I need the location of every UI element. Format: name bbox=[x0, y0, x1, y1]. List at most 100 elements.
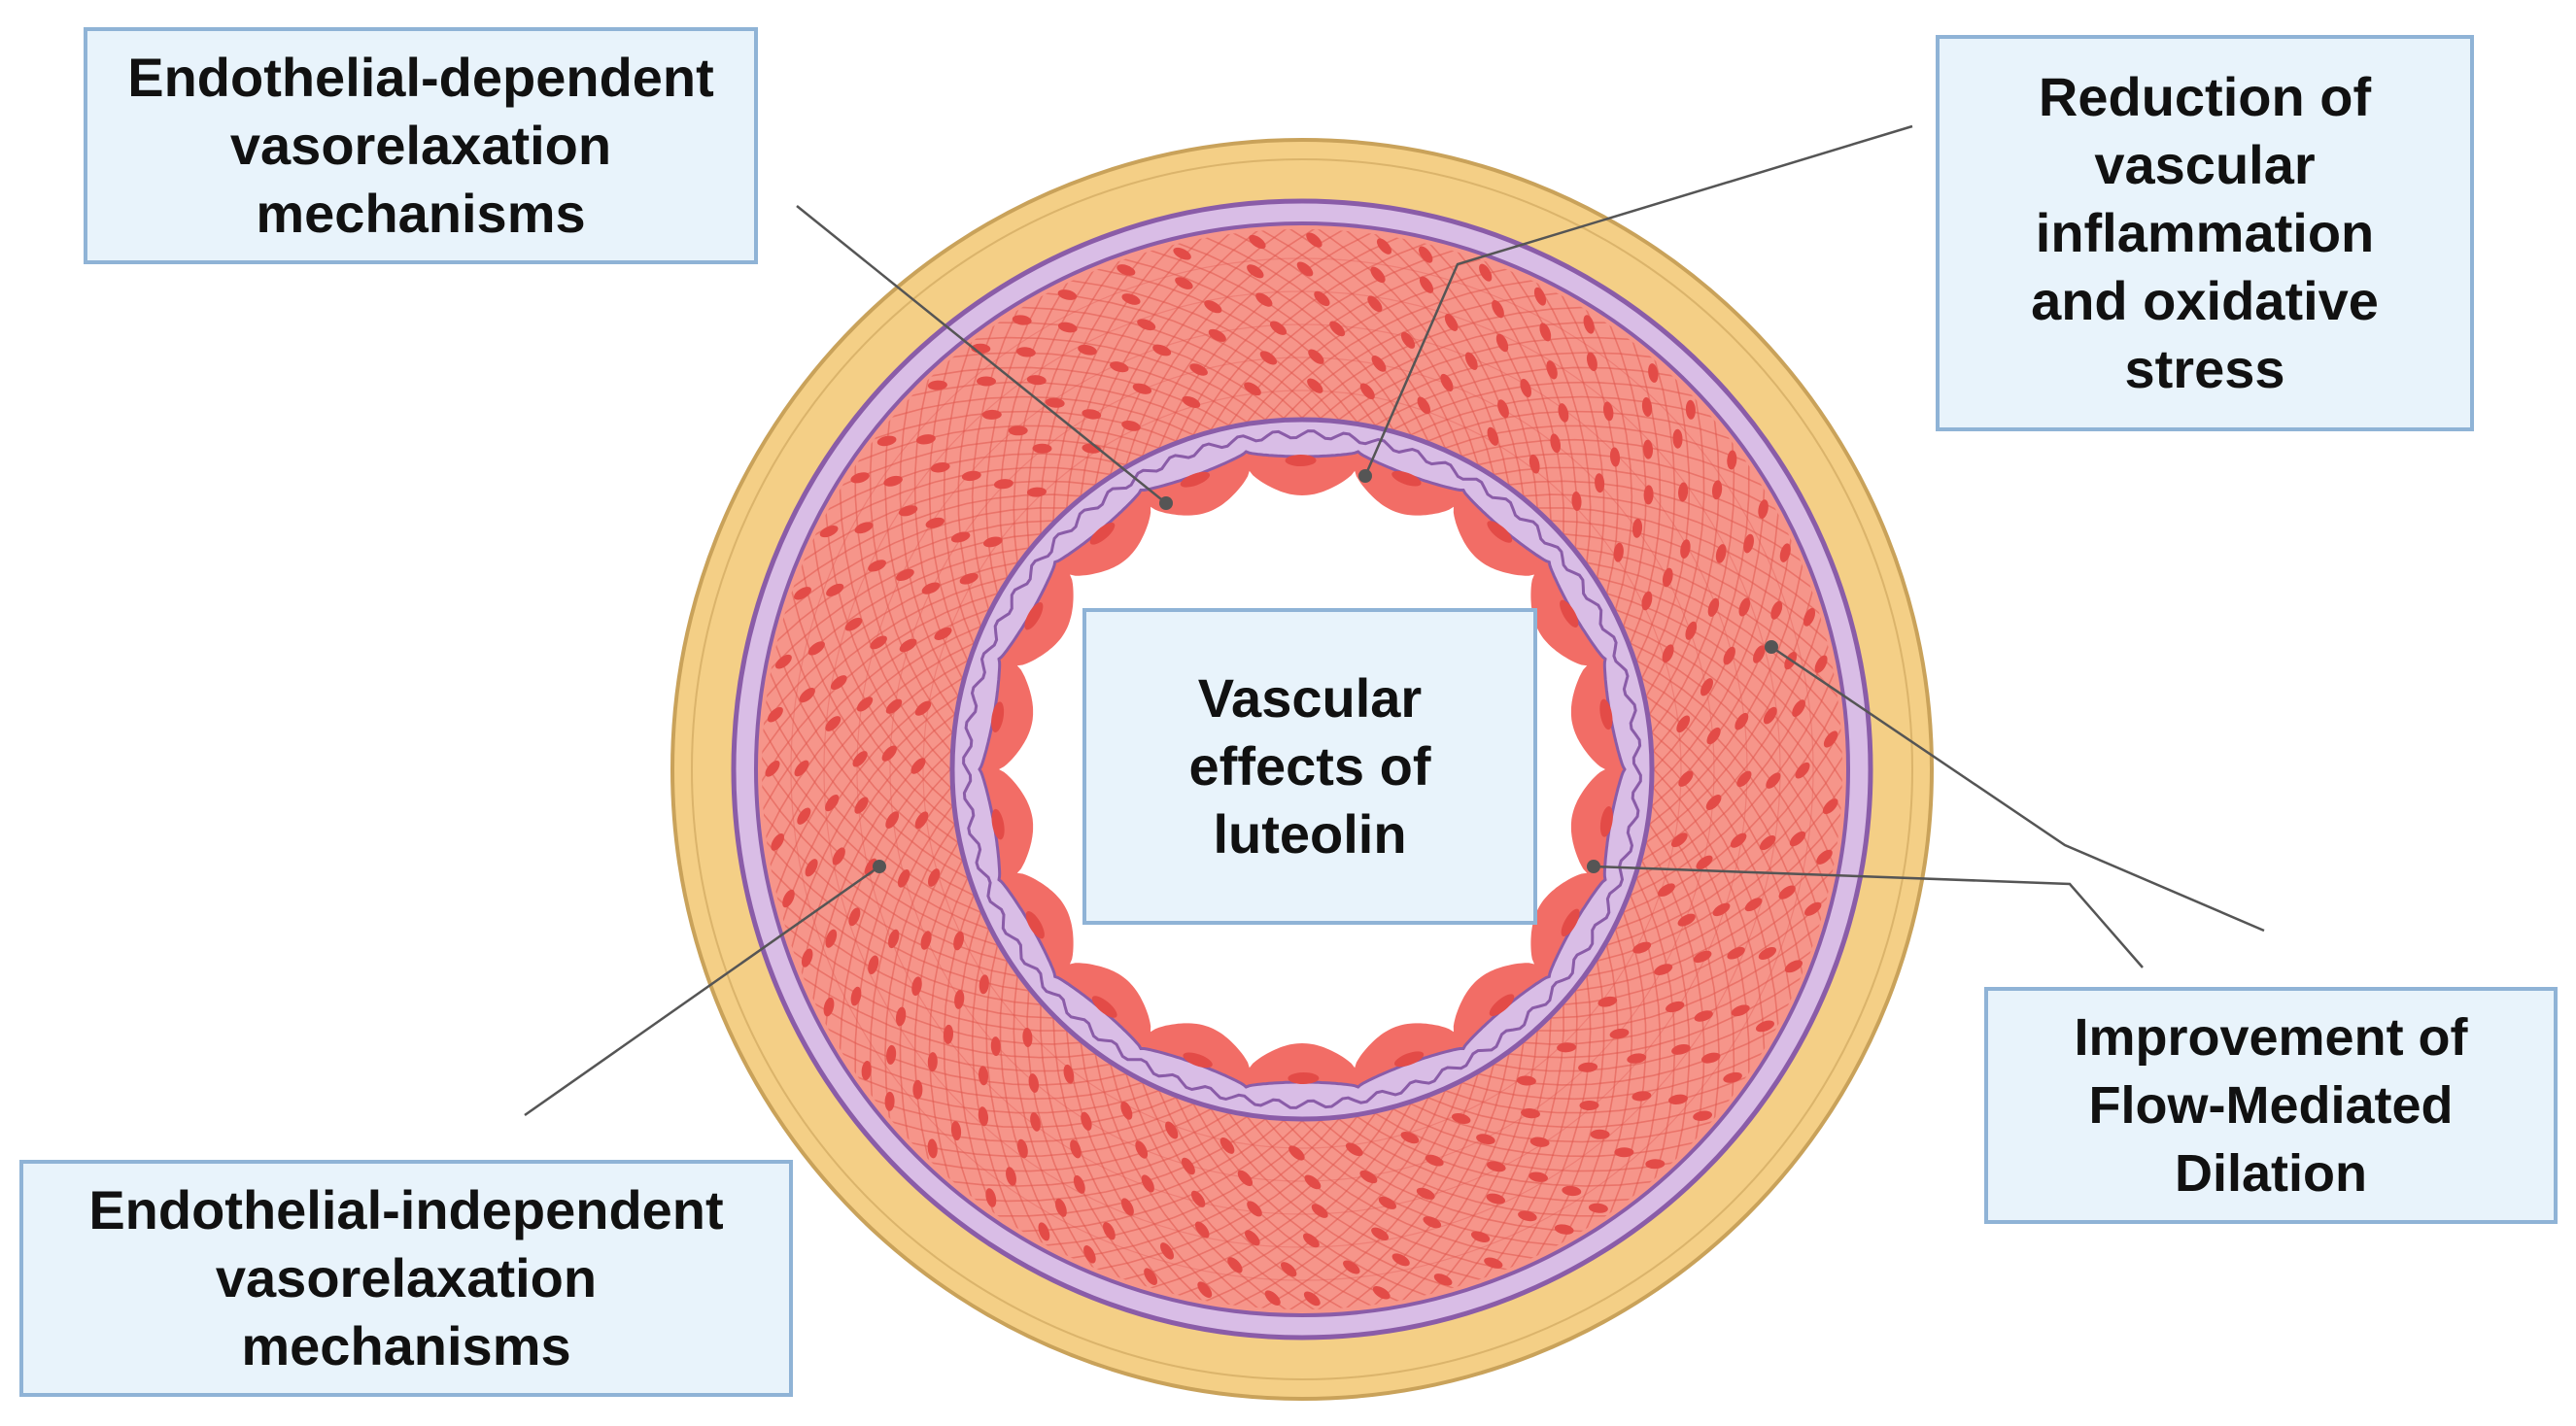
muscle-nucleus bbox=[1731, 1004, 1750, 1017]
muscle-nucleus bbox=[1026, 375, 1047, 386]
muscle-fiber bbox=[1523, 493, 1814, 590]
muscle-nucleus bbox=[1082, 409, 1102, 420]
endpoint-dot bbox=[873, 860, 886, 873]
muscle-fiber bbox=[1040, 249, 1150, 534]
muscle-nucleus bbox=[1671, 1044, 1691, 1055]
muscle-nucleus bbox=[1758, 499, 1769, 519]
muscle-nucleus bbox=[1707, 597, 1720, 617]
muscle-fiber bbox=[1584, 306, 1633, 610]
muscle-nucleus bbox=[930, 461, 950, 473]
muscle-nucleus bbox=[1038, 1222, 1050, 1241]
muscle-nucleus bbox=[1676, 715, 1691, 733]
muscle-fiber bbox=[1320, 322, 1610, 420]
muscle-fiber bbox=[854, 1075, 1160, 1114]
muscle-nucleus bbox=[1484, 1257, 1503, 1269]
muscle-fiber bbox=[1586, 561, 1842, 728]
muscle-nucleus bbox=[1440, 373, 1454, 391]
muscle-nucleus bbox=[1668, 1094, 1688, 1104]
muscle-nucleus bbox=[1533, 287, 1547, 306]
muscle-nucleus bbox=[1479, 263, 1493, 282]
muscle-nucleus bbox=[1204, 300, 1222, 314]
muscle-nucleus bbox=[767, 706, 783, 723]
muscle-nucleus bbox=[1602, 401, 1614, 422]
muscle-nucleus bbox=[1497, 399, 1509, 419]
muscle-nucleus bbox=[1735, 712, 1749, 730]
muscle-nucleus bbox=[1677, 913, 1696, 927]
muscle-nucleus bbox=[1189, 363, 1208, 376]
muscle-nucleus bbox=[1022, 1028, 1033, 1047]
muscle-nucleus bbox=[1753, 645, 1766, 663]
muscle-nucleus bbox=[1132, 383, 1152, 394]
muscle-nucleus bbox=[1758, 947, 1777, 960]
muscle-nucleus bbox=[1578, 1062, 1598, 1072]
muscle-fiber bbox=[985, 292, 1045, 594]
muscle-nucleus bbox=[1120, 1198, 1134, 1216]
muscle-fiber bbox=[762, 577, 1008, 756]
muscle-nucleus bbox=[1175, 277, 1193, 289]
endothelial-nucleus bbox=[1599, 805, 1613, 837]
muscle-nucleus bbox=[1613, 542, 1624, 562]
muscle-fiber bbox=[1013, 267, 1096, 563]
muscle-fiber bbox=[1175, 235, 1402, 442]
label-line: vasorelaxation bbox=[229, 115, 612, 176]
muscle-fiber bbox=[1230, 1090, 1446, 1307]
muscle-fiber bbox=[790, 949, 1082, 1045]
muscle-nucleus bbox=[1706, 727, 1721, 745]
muscle-nucleus bbox=[1371, 1227, 1390, 1240]
muscle-nucleus bbox=[1370, 266, 1386, 284]
muscle-nucleus bbox=[1244, 1230, 1260, 1246]
muscle-nucleus bbox=[928, 868, 941, 887]
muscle-fiber bbox=[1316, 229, 1494, 475]
muscle-nucleus bbox=[797, 807, 811, 825]
muscle-nucleus bbox=[1367, 295, 1383, 313]
muscle-nucleus bbox=[896, 568, 914, 582]
muscle-nucleus bbox=[1495, 333, 1509, 353]
muscle-nucleus bbox=[1658, 883, 1675, 897]
muscle-nucleus bbox=[1521, 1108, 1540, 1119]
muscle-fiber bbox=[928, 1112, 1230, 1172]
muscle-fiber bbox=[1630, 669, 1837, 897]
muscle-nucleus bbox=[943, 1024, 954, 1044]
muscle-nucleus bbox=[801, 948, 813, 968]
muscle-fiber bbox=[1461, 438, 1766, 488]
muscle-nucleus bbox=[1371, 356, 1387, 372]
leader-line-fmd-dilation bbox=[1770, 645, 2265, 933]
muscle-fiber bbox=[1653, 768, 1766, 1053]
muscle-nucleus bbox=[1614, 1147, 1634, 1158]
muscle-nucleus bbox=[1609, 447, 1621, 467]
muscle-fiber bbox=[1635, 877, 1676, 1182]
muscle-nucleus bbox=[1028, 1073, 1040, 1093]
muscle-nucleus bbox=[1712, 902, 1731, 917]
muscle-nucleus bbox=[1070, 1139, 1082, 1159]
muscle-nucleus bbox=[1672, 428, 1683, 449]
muscle-nucleus bbox=[953, 931, 964, 951]
muscle-ring bbox=[823, 290, 1781, 1248]
muscle-nucleus bbox=[1609, 1028, 1630, 1039]
muscle-nucleus bbox=[1528, 1171, 1548, 1182]
endothelial-nucleus bbox=[1025, 911, 1045, 939]
muscle-nucleus bbox=[1073, 1174, 1085, 1194]
muscle-fiber bbox=[1374, 1112, 1676, 1172]
muscle-fiber bbox=[1635, 356, 1676, 662]
muscle-nucleus bbox=[1685, 399, 1696, 420]
muscle-fiber bbox=[1427, 241, 1552, 522]
muscle-nucleus bbox=[1730, 832, 1747, 848]
muscle-fiber bbox=[1534, 279, 1605, 578]
muscle-fiber bbox=[1094, 267, 1358, 424]
muscle-nucleus bbox=[1694, 1010, 1713, 1022]
muscle-nucleus bbox=[1736, 770, 1752, 788]
muscle-nucleus bbox=[1103, 1222, 1116, 1240]
muscle-nucleus bbox=[1045, 397, 1065, 408]
muscle-nucleus bbox=[1631, 1091, 1652, 1102]
muscle-nucleus bbox=[1400, 331, 1416, 349]
muscle-nucleus bbox=[1579, 1100, 1599, 1111]
muscle-nucleus bbox=[1057, 322, 1078, 333]
endothelial-nucleus bbox=[1489, 994, 1515, 1017]
muscle-nucleus bbox=[1680, 539, 1691, 559]
muscle-fiber bbox=[1608, 911, 1647, 1217]
muscle-fiber bbox=[1202, 235, 1429, 442]
muscle-nucleus bbox=[825, 794, 840, 812]
muscle-nucleus bbox=[1110, 361, 1129, 373]
muscle-nucleus bbox=[844, 617, 863, 631]
muscle-nucleus bbox=[993, 479, 1013, 490]
